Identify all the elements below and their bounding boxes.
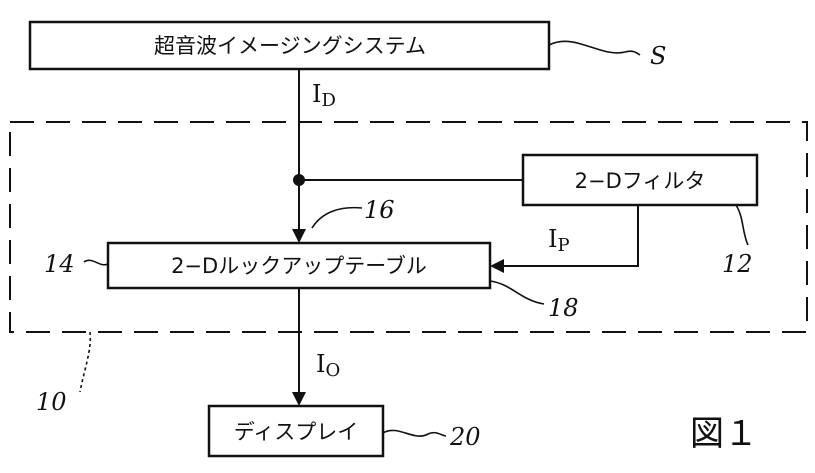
ref-label-system: S: [650, 42, 666, 70]
leader-12: [736, 205, 748, 245]
signal-label-ip: IP: [548, 225, 570, 256]
ref-label-input-node: 16: [364, 196, 395, 224]
figure-label: 図１: [690, 414, 758, 454]
leader-s: [549, 41, 640, 55]
lookup-table-label: 2−Dルックアップテーブル: [171, 254, 427, 278]
ref-label-lut-output: 18: [548, 294, 579, 322]
leader-18: [490, 281, 544, 304]
ref-label-processor: 10: [36, 388, 67, 416]
ref-label-lookup-table: 14: [44, 250, 75, 278]
leader-16: [312, 208, 362, 228]
display-label: ディスプレイ: [234, 420, 359, 444]
ref-label-filter: 12: [722, 250, 753, 278]
leader-14: [84, 260, 108, 265]
leader-10: [80, 332, 90, 392]
leader-20: [383, 430, 446, 436]
filter-2d-label: 2−Dフィルタ: [575, 169, 706, 193]
ultrasound-system-label: 超音波イメージングシステム: [154, 34, 426, 58]
signal-label-id: ID: [312, 80, 336, 111]
ref-label-display: 20: [449, 423, 481, 451]
processing-unit-boundary: [10, 122, 807, 332]
signal-label-io: IO: [316, 350, 340, 381]
